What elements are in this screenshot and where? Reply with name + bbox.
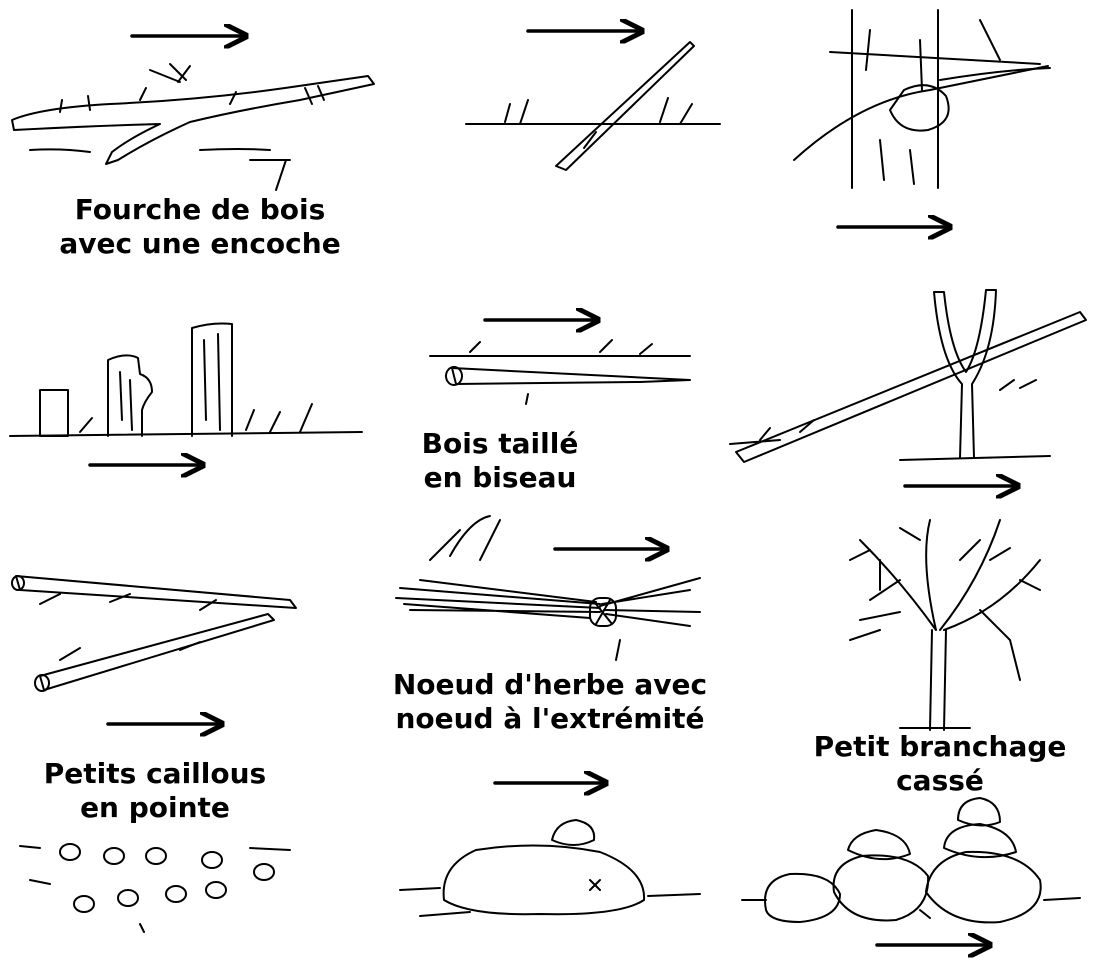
caption-forked-stick: Fourche de bois avec une encoche — [20, 193, 380, 261]
planted-stick-drawing — [466, 42, 720, 170]
forked-stick-drawing — [12, 64, 374, 190]
caption-pebbles: Petits caillous en pointe — [10, 757, 300, 825]
stone-on-rock-drawing — [400, 820, 700, 916]
caption-line: cassé — [780, 764, 1100, 798]
broken-branch-tree-drawing — [850, 520, 1040, 730]
caption-line: en pointe — [10, 791, 300, 825]
grass-knot-drawing — [396, 516, 700, 660]
caption-line: Petit branchage — [780, 730, 1100, 764]
pebbles-drawing — [20, 844, 290, 932]
beveled-stick-drawing — [430, 340, 690, 404]
caption-line: Petits caillous — [10, 757, 300, 791]
crossed-sticks-drawing — [12, 576, 296, 691]
caption-line: Bois taillé — [400, 427, 600, 461]
stone-cairn-drawing — [742, 798, 1080, 922]
caption-grass-knot: Noeud d'herbe avec noeud à l'extrémité — [340, 668, 760, 736]
stick-in-forked-post-drawing — [730, 290, 1086, 462]
caption-beveled-stick: Bois taillé en biseau — [400, 427, 600, 495]
tree-stumps-drawing — [10, 324, 362, 437]
caption-line: avec une encoche — [20, 227, 380, 261]
caption-line: en biseau — [400, 461, 600, 495]
caption-line: noeud à l'extrémité — [340, 702, 760, 736]
caption-line: Noeud d'herbe avec — [340, 668, 760, 702]
caption-line: Fourche de bois — [20, 193, 380, 227]
caption-broken-branch: Petit branchage cassé — [780, 730, 1100, 798]
knotted-branch-on-tree-drawing — [794, 10, 1050, 188]
